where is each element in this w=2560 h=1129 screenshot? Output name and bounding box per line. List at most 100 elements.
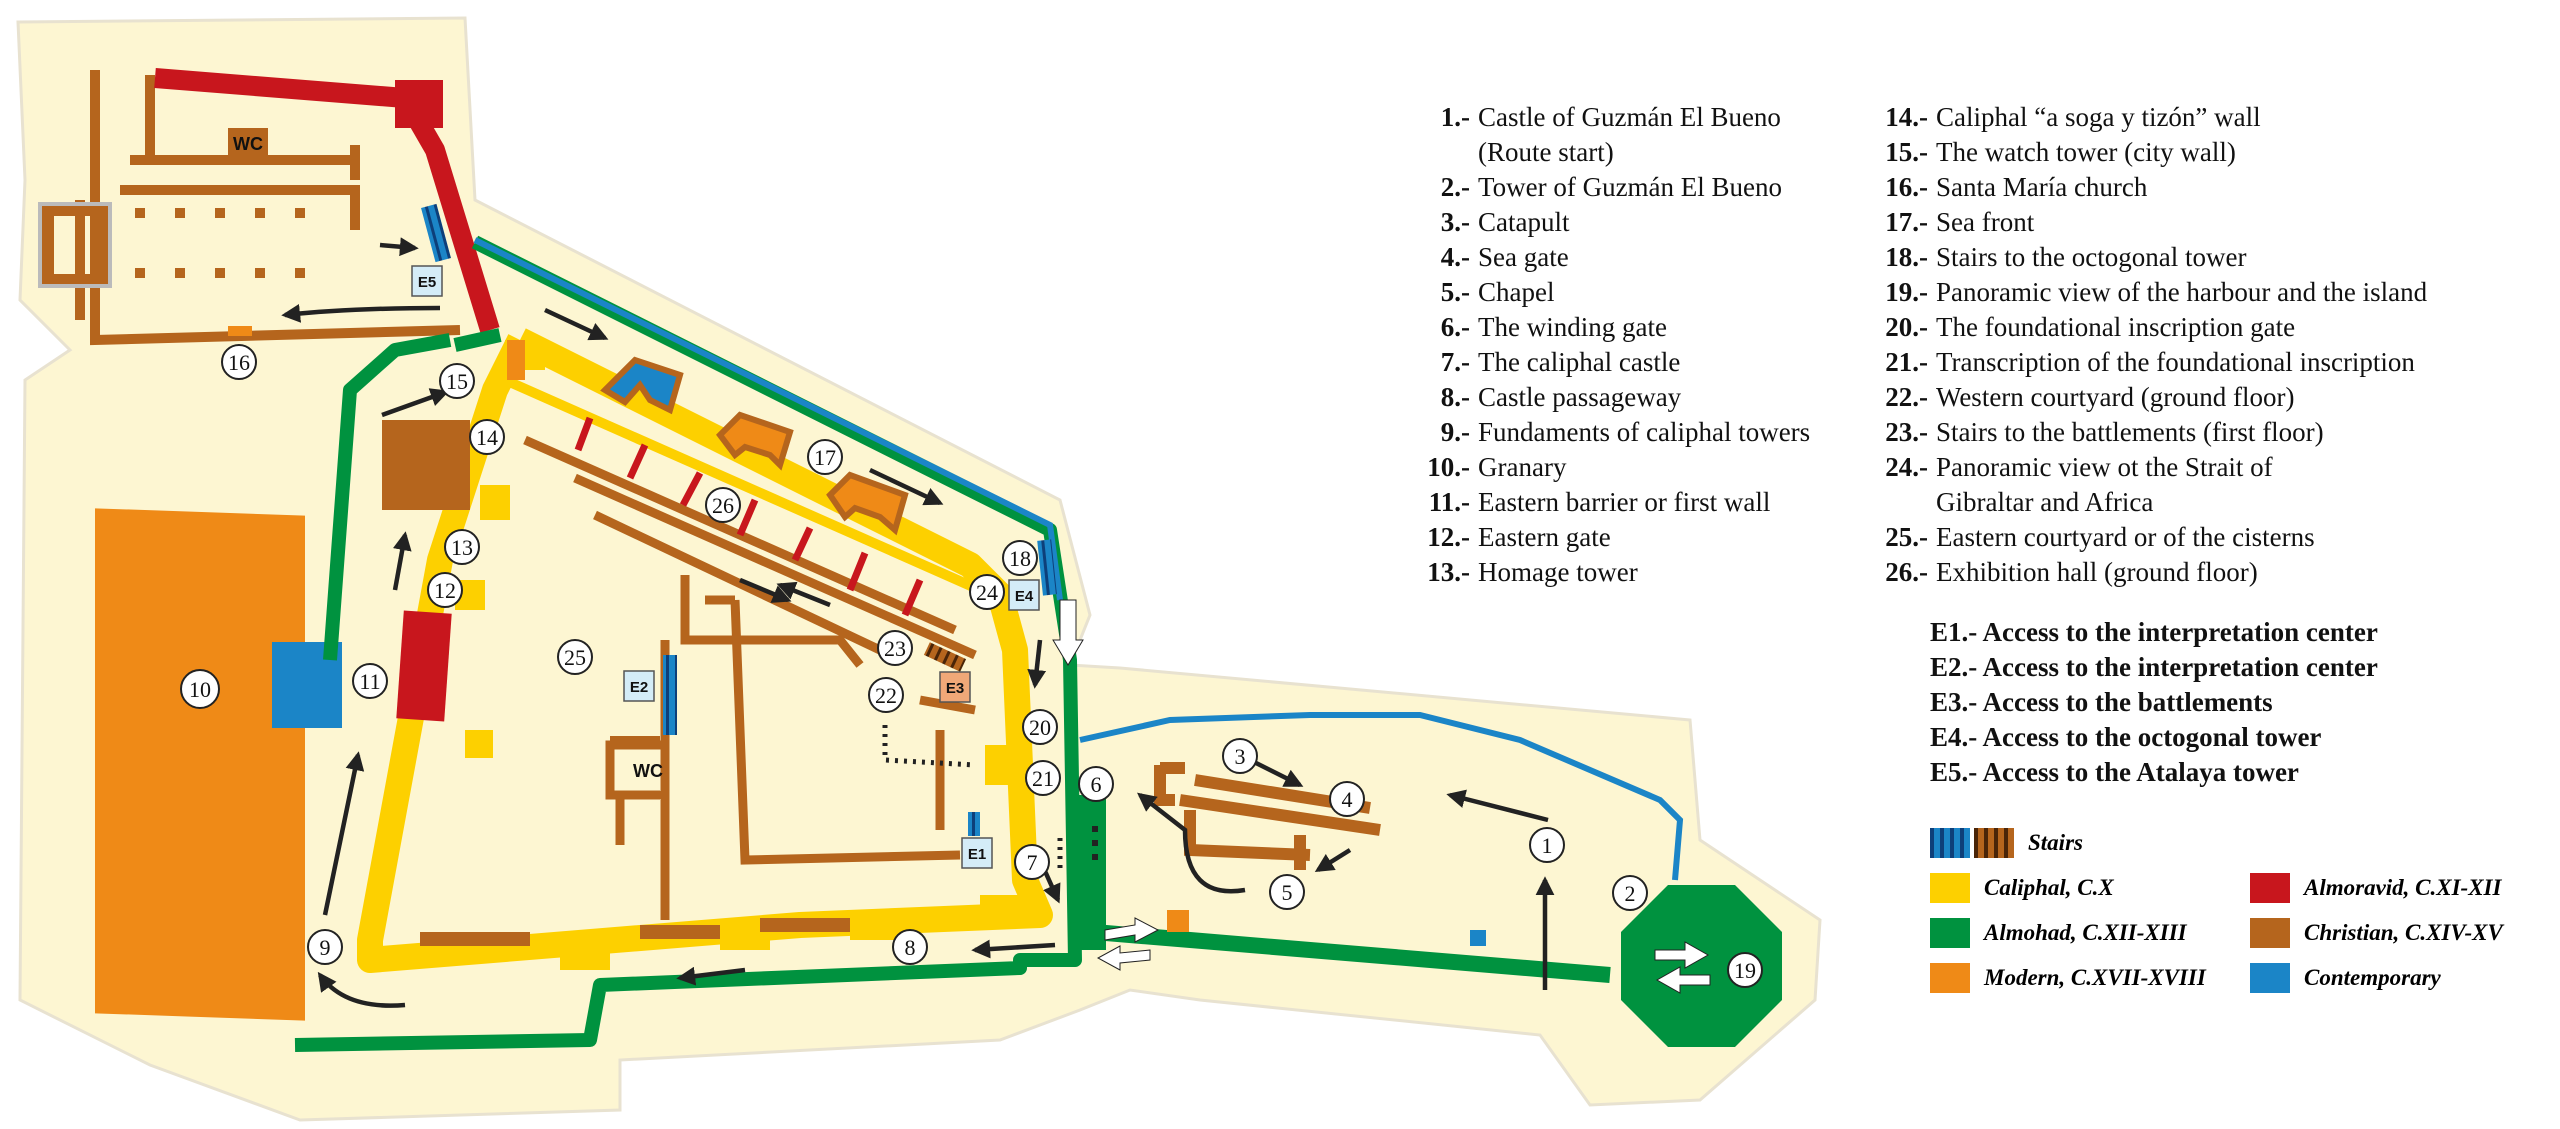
period-stairs-label: Stairs bbox=[2028, 830, 2083, 855]
legend-left-item-text: Castle passageway bbox=[1478, 382, 1682, 412]
svg-text:15: 15 bbox=[446, 369, 468, 394]
access-list: E1.- Access to the interpretation center… bbox=[1930, 615, 2378, 790]
legend-right-item-text: Panoramic view of the harbour and the is… bbox=[1936, 277, 2428, 307]
svg-text:8: 8 bbox=[905, 935, 916, 960]
period-stairs: Stairs bbox=[1930, 828, 2083, 858]
period-modern: Modern, C.XVII-XVIII bbox=[1930, 963, 2206, 993]
legend-right-item-text: Exhibition hall (ground floor) bbox=[1936, 557, 2258, 587]
map-number-3: 3 bbox=[1222, 738, 1258, 774]
stairs-swatch bbox=[1930, 828, 2014, 858]
legend-right-item: 18.-Stairs to the octogonal tower bbox=[1870, 240, 2427, 275]
legend-right-item-number: 24.- bbox=[1885, 452, 1928, 482]
modern-bastion-2 bbox=[826, 471, 909, 536]
map-number-19: 19 bbox=[1727, 952, 1763, 988]
svg-text:E4: E4 bbox=[1015, 588, 1034, 605]
legend-right-item-number: 15.- bbox=[1885, 137, 1928, 167]
modern-marker-church bbox=[228, 326, 252, 336]
legend-right-item-number: 19.- bbox=[1885, 277, 1928, 307]
legend-right-item: 16.-Santa María church bbox=[1870, 170, 2427, 205]
map-number-12: 12 bbox=[427, 572, 463, 608]
svg-text:3: 3 bbox=[1235, 744, 1246, 769]
legend-right-item-text: Caliphal “a soga y tizón” wall bbox=[1936, 102, 2261, 132]
legend-left-item: 7.-The caliphal castle bbox=[1400, 345, 1810, 380]
legend-right-item-number: 18.- bbox=[1885, 242, 1928, 272]
map-number-10: 10 bbox=[180, 669, 220, 709]
legend-left-item: 3.- Catapult bbox=[1400, 205, 1810, 240]
legend-left-item: 10.-Granary bbox=[1400, 450, 1810, 485]
almohad-gate-block bbox=[1078, 795, 1106, 950]
modern-marker-east bbox=[1167, 910, 1189, 932]
map-number-8: 8 bbox=[892, 929, 928, 965]
legend-left-item-text: Catapult bbox=[1478, 207, 1570, 237]
legend-right-item-text: Santa María church bbox=[1936, 172, 2148, 202]
caliphal-swatch bbox=[1930, 873, 1970, 903]
contemporary-swatch bbox=[2250, 963, 2290, 993]
svg-text:24: 24 bbox=[976, 580, 998, 605]
legend-left-item-number: 6.- bbox=[1440, 312, 1470, 342]
church-walls bbox=[75, 70, 461, 346]
period-christian: Christian, C.XIV-XV bbox=[2250, 918, 2503, 948]
access-marker-e3: E3 bbox=[939, 671, 971, 703]
legend-left-item: 4.-Sea gate bbox=[1400, 240, 1810, 275]
octagonal-tower bbox=[1621, 885, 1782, 1047]
legend-left-item-text: The caliphal castle bbox=[1478, 347, 1681, 377]
legend-right-item-text: Gibraltar and Africa bbox=[1936, 487, 2154, 517]
legend-left-item: 6.- The winding gate bbox=[1400, 310, 1810, 345]
map-numbers: 1 2 3 4 5 6 7 8 9 10 11 12 13 14 15 16 1… bbox=[180, 344, 1763, 988]
legend-right-item-number: 20.- bbox=[1885, 312, 1928, 342]
period-contemporary-label: Contemporary bbox=[2304, 965, 2441, 990]
stairs-e2 bbox=[663, 655, 677, 735]
legend-right-item: 15.-The watch tower (city wall) bbox=[1870, 135, 2427, 170]
legend-left-item: 8.-Castle passageway bbox=[1400, 380, 1810, 415]
modern-corner bbox=[507, 340, 525, 380]
wc-building-north bbox=[228, 128, 268, 158]
svg-text:6: 6 bbox=[1091, 772, 1102, 797]
period-almohad: Almohad, C.XII-XIII bbox=[1930, 918, 2187, 948]
map-number-16: 16 bbox=[221, 344, 257, 380]
legend-left-item-text: The winding gate bbox=[1478, 312, 1667, 342]
legend-left-item-text: Eastern barrier or first wall bbox=[1478, 487, 1771, 517]
svg-text:23: 23 bbox=[884, 636, 906, 661]
legend-right-item: 25.-Eastern courtyard or of the cisterns bbox=[1870, 520, 2427, 555]
map-number-6: 6 bbox=[1078, 766, 1114, 802]
legend-left-item-text: Eastern gate bbox=[1478, 522, 1611, 552]
map-number-21: 21 bbox=[1025, 760, 1061, 796]
svg-text:2: 2 bbox=[1625, 881, 1636, 906]
period-contemporary: Contemporary bbox=[2250, 963, 2441, 993]
legend-left-item-number: 10.- bbox=[1427, 452, 1470, 482]
map-number-5: 5 bbox=[1269, 874, 1305, 910]
map-number-13: 13 bbox=[444, 529, 480, 565]
map-number-15: 15 bbox=[439, 363, 475, 399]
map-number-18: 18 bbox=[1002, 540, 1038, 576]
svg-text:5: 5 bbox=[1282, 880, 1293, 905]
svg-text:E3: E3 bbox=[946, 680, 964, 697]
wc-label-south: WC bbox=[633, 761, 663, 781]
map-number-11: 11 bbox=[352, 663, 388, 699]
legend-right-item: 19.- Panoramic view of the harbour and th… bbox=[1870, 275, 2427, 310]
white-arrows bbox=[1052, 599, 1711, 994]
legend-left-item-number: 12.- bbox=[1427, 522, 1470, 552]
legend-left-item-number: 9.- bbox=[1440, 417, 1470, 447]
legend-right-item: 23.-Stairs to the battlements (first flo… bbox=[1870, 415, 2427, 450]
gate-markers bbox=[1092, 826, 1098, 860]
church-apse bbox=[42, 204, 109, 286]
contemporary-sea-wall bbox=[473, 237, 1063, 601]
legend-left-item-text: Tower of Guzmán El Bueno bbox=[1478, 172, 1783, 202]
almoravid-buttresses bbox=[574, 416, 924, 617]
svg-text:1: 1 bbox=[1542, 833, 1553, 858]
svg-text:9: 9 bbox=[320, 935, 331, 960]
map-number-17: 17 bbox=[807, 439, 843, 475]
wc-label-north: WC bbox=[233, 134, 263, 154]
legend-left-item: 13.-Homage tower bbox=[1400, 555, 1810, 590]
christian-ground-wall bbox=[420, 918, 850, 946]
legend-left-item: 12.- Eastern gate bbox=[1400, 520, 1810, 555]
legend-left-item: 2.-Tower of Guzmán El Bueno bbox=[1400, 170, 1810, 205]
svg-text:E1: E1 bbox=[968, 846, 986, 863]
legend-left-item-number: 3.- bbox=[1440, 207, 1470, 237]
access-list-item: E1.- Access to the interpretation center bbox=[1930, 617, 2378, 647]
svg-text:20: 20 bbox=[1029, 715, 1051, 740]
access-list-item: E3.- Access to the battlements bbox=[1930, 687, 2273, 717]
map-number-20: 20 bbox=[1022, 709, 1058, 745]
almoravid-gate-tower bbox=[396, 610, 452, 722]
access-markers: E1 E2 E3 E4 E5 bbox=[411, 265, 1040, 869]
